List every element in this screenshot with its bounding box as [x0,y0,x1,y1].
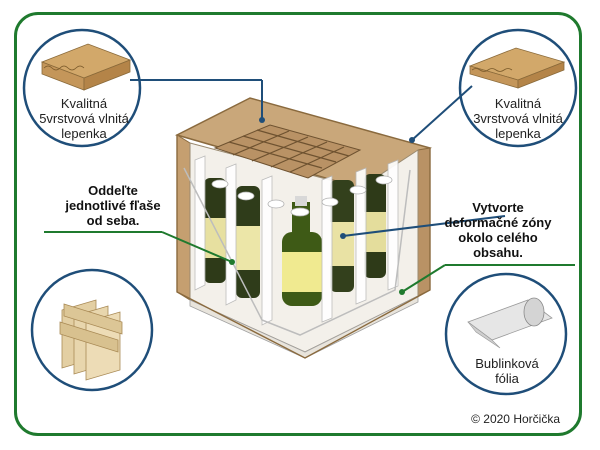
label-line: Kvalitná [60,96,108,111]
callout-5layer-label: Kvalitná 5vrstvová vlnitá lepenka [38,96,130,141]
callout-bubble-label: Bublinková fólia [462,356,552,386]
label-line: Vytvorte [472,200,524,215]
label-line: jednotlivé fľaše [65,198,161,213]
label-line: Bublinková [475,356,539,371]
outer-frame [14,12,582,436]
callout-3layer-label: Kvalitná 3vrstvová vlnitá lepenka [470,96,566,141]
label-line: Oddeľte [88,183,138,198]
corrugated-5layer-icon [40,43,132,91]
label-line: lepenka [495,126,541,141]
callout-zones-label: Vytvorte deformačné zóny okolo celého ob… [428,200,568,260]
corrugated-3layer-icon [468,47,566,89]
label-line: 5vrstvová vlnitá [39,111,129,126]
wine-box-illustration [174,97,432,359]
cardboard-dividers-icon [59,299,123,381]
label-line: deformačné zóny [444,215,552,230]
label-line: Kvalitná [494,96,542,111]
label-line: okolo celého [458,230,538,245]
label-line: fólia [495,371,519,386]
label-line: lepenka [61,126,107,141]
callout-separate-label: Oddeľte jednotlivé fľaše od seba. [58,183,168,228]
label-line: obsahu. [473,245,523,260]
bubble-wrap-icon [467,297,553,349]
label-line: 3vrstvová vlnitá [473,111,563,126]
copyright-text: © 2020 Horčička [471,412,560,426]
label-line: od seba. [86,213,140,228]
